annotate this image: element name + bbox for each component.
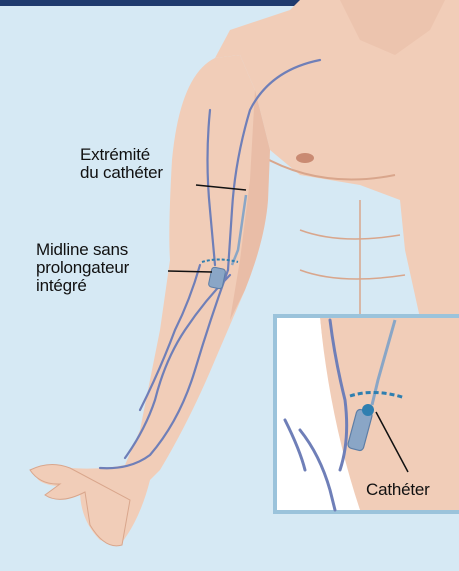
label-midline-line-1: Midline sans (36, 241, 129, 259)
abs-line-2 (300, 230, 400, 239)
nipple (296, 153, 314, 163)
label-catheter-tip-line-2: du cathéter (80, 164, 163, 182)
label-midline-line-2: prolongateur (36, 259, 129, 277)
inset-clamp (362, 404, 374, 416)
label-midline: Midline sans prolongateur intégré (36, 241, 129, 295)
label-midline-line-3: intégré (36, 277, 129, 295)
label-catheter: Cathéter (366, 481, 430, 499)
abs-line-3 (300, 270, 405, 279)
label-catheter-tip-line-1: Extrémité (80, 146, 163, 164)
label-catheter-tip: Extrémité du cathéter (80, 146, 163, 182)
pointer-midline (168, 271, 212, 272)
